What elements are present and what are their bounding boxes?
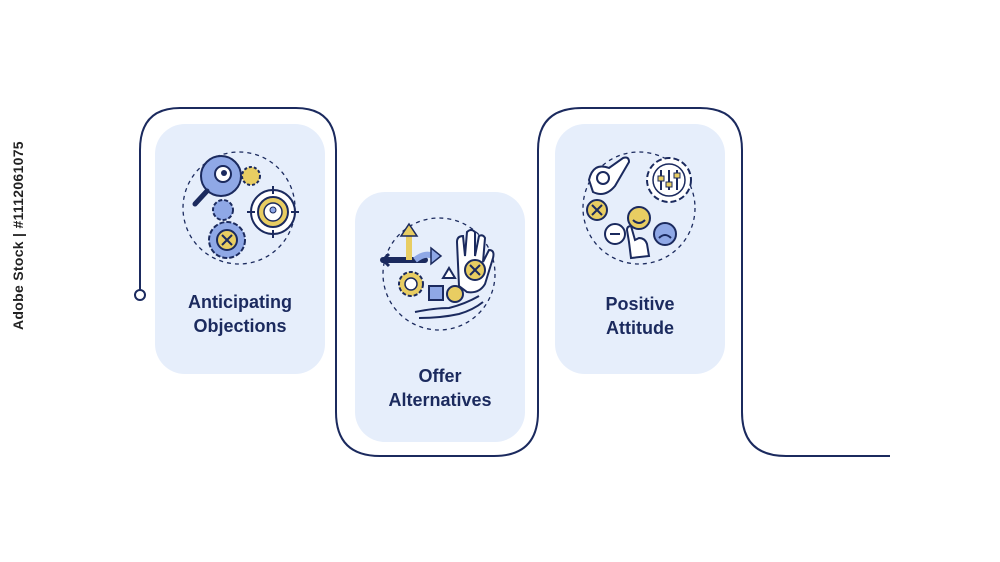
step-label-line2: Alternatives <box>388 390 492 410</box>
arrows-hand-shapes-icon <box>380 217 496 331</box>
hand-gear-faces-icon <box>582 151 696 265</box>
step-card-anticipating: Anticipating Objections <box>155 124 325 374</box>
step-label-line1: Anticipating <box>188 292 292 312</box>
stock-id-watermark: Adobe Stock | #1112061075 <box>10 141 26 330</box>
step-card-positive-attitude: Positive Attitude <box>555 124 725 374</box>
magnifier-gears-target-icon <box>182 151 299 265</box>
start-dot <box>134 289 146 301</box>
step-card-alternatives: Offer Alternatives <box>355 192 525 442</box>
step-label-line1: Positive <box>605 294 675 314</box>
step-label-line2: Objections <box>193 316 287 336</box>
step-label-line1: Offer <box>418 366 462 386</box>
step-label-line2: Attitude <box>606 318 674 338</box>
